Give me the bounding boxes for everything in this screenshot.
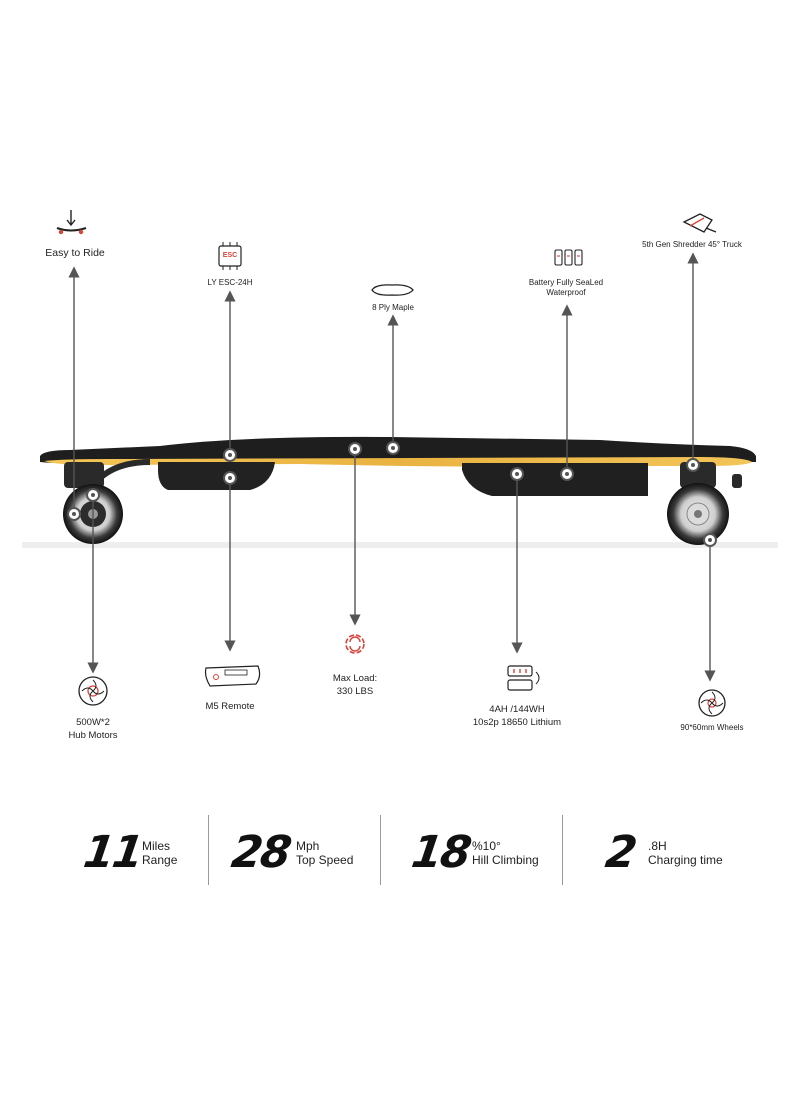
stat-charging: 2 .8H Charging time xyxy=(602,827,746,880)
truck-icon xyxy=(682,213,717,233)
stat-range: 11 Miles Range xyxy=(80,827,204,880)
feature-wheels: 90*60mm Wheels xyxy=(680,723,744,732)
feature-maple: 8 Ply Maple xyxy=(372,303,414,312)
stat-divider xyxy=(208,815,209,885)
stat-range-label: Range xyxy=(142,853,178,867)
stat-charging-unit: .8H xyxy=(648,839,667,853)
easy-ride-icon xyxy=(56,210,87,235)
feature-remote: M5 Remote xyxy=(205,701,255,712)
hub-motor-icon xyxy=(78,676,108,706)
feature-battery-line2: Waterproof xyxy=(546,288,586,297)
esc-chip-icon xyxy=(218,242,242,270)
stat-climbing: 18 %10° Hill Climbing xyxy=(408,827,552,880)
feature-motors-line2: Hub Motors xyxy=(68,730,118,741)
feature-pack-line2: 10s2p 18650 Lithium xyxy=(472,717,562,728)
stat-divider xyxy=(380,815,381,885)
ground-line xyxy=(22,542,778,548)
skateboard-illustration xyxy=(22,210,778,717)
feature-load-line2: 330 LBS xyxy=(336,686,374,697)
feature-truck: 5th Gen Shredder 45° Truck xyxy=(642,240,742,249)
stat-charging-label: Charging time xyxy=(648,853,723,867)
esc-chip-text: ESC xyxy=(222,252,238,259)
feature-motors-line1: 500W*2 xyxy=(76,717,110,728)
feature-battery-line1: Battery Fully SeaLed xyxy=(528,278,604,287)
stat-climbing-value: 18 xyxy=(408,827,473,878)
stat-charging-value: 2 xyxy=(602,827,639,878)
feature-esc: LY ESC-24H xyxy=(207,278,253,287)
battery-pack-icon xyxy=(507,665,540,691)
max-load-icon xyxy=(345,634,365,654)
stat-range-unit: Miles xyxy=(142,839,171,853)
stat-speed-label: Top Speed xyxy=(296,853,354,867)
callout-lines xyxy=(68,252,716,682)
battery-cells-icon xyxy=(554,249,583,266)
stat-range-value: 11 xyxy=(80,827,145,878)
battery-enclosure xyxy=(462,463,648,496)
stat-climbing-label: Hill Climbing xyxy=(472,853,539,867)
remote-icon xyxy=(204,665,261,687)
stat-speed-value: 28 xyxy=(228,827,293,878)
feature-pack-line1: 4AH /144WH xyxy=(489,704,545,715)
rear-truck xyxy=(64,462,104,488)
stat-divider xyxy=(562,815,563,885)
feature-easy-to-ride: Easy to Ride xyxy=(45,247,105,259)
stat-speed: 28 Mph Top Speed xyxy=(228,827,372,880)
stat-speed-unit: Mph xyxy=(296,839,320,853)
stat-climbing-unit: %10° xyxy=(472,839,501,853)
maple-deck-icon xyxy=(371,284,414,296)
esc-enclosure xyxy=(158,462,275,490)
feature-load-line1: Max Load: xyxy=(332,673,378,684)
wheel-icon xyxy=(698,689,726,717)
